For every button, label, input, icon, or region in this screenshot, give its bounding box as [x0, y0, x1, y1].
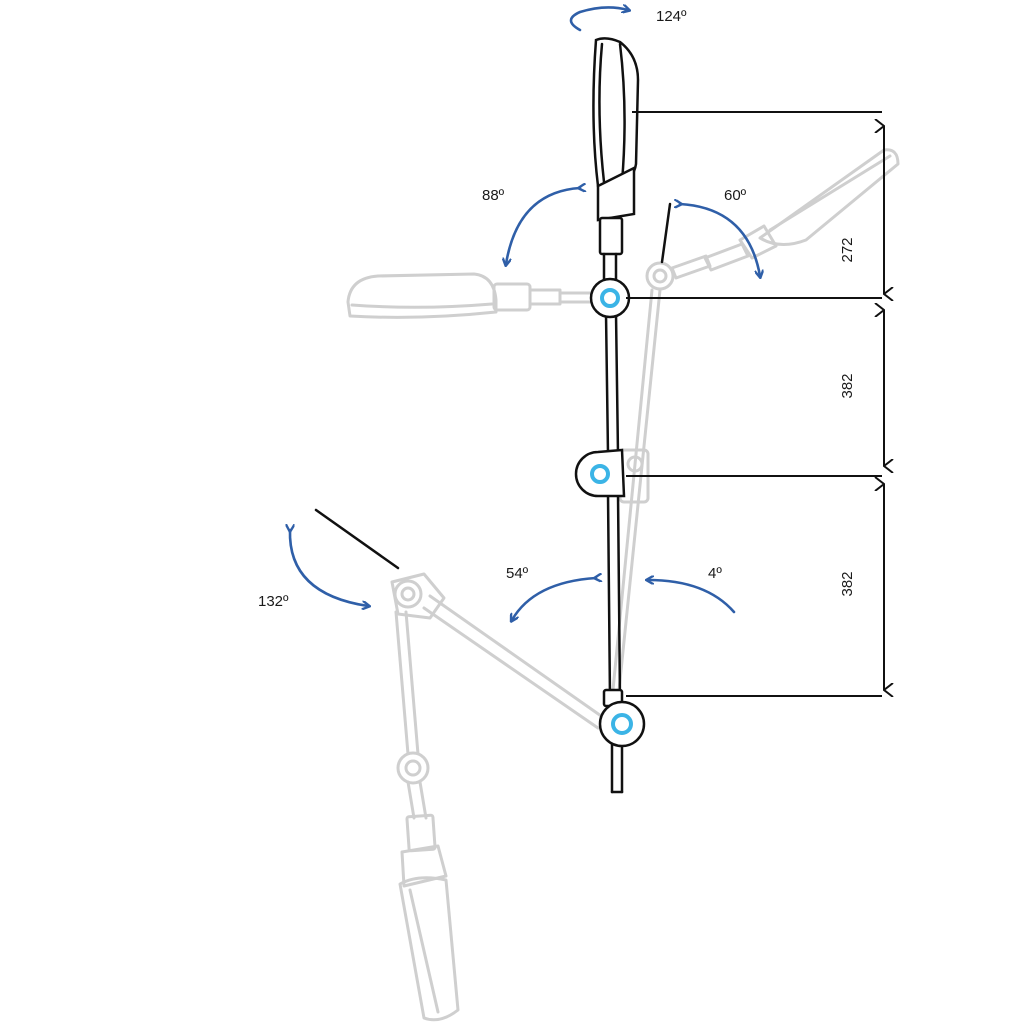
rotation-label-lower-arm: 132º [258, 593, 289, 610]
rotation-label-upper-joint-left: 54º [506, 565, 529, 582]
upper-arm [604, 312, 620, 456]
curved-arrow-icon [290, 530, 368, 606]
dimension-upper-arm: 382 [839, 310, 884, 466]
joint-upper [589, 277, 631, 319]
rotation-upper-joint-left: 54º [506, 565, 596, 620]
dimension-label-head-height: 272 [839, 237, 856, 262]
rotation-head-tilt-right: 60º [680, 187, 760, 276]
ghost-arm-lower-left [390, 572, 606, 1022]
rotation-head-tilt-left: 88º [482, 187, 580, 264]
dimension-lower-arm: 382 [839, 484, 884, 690]
ghost-head-left [346, 272, 594, 319]
rotation-lower-arm: 132º [258, 530, 368, 610]
rotation-label-head-tilt-left: 88º [482, 187, 505, 204]
main-lamp [314, 37, 672, 794]
curved-arrow-icon [680, 204, 760, 276]
rotation-label-upper-joint-right: 4º [708, 565, 722, 582]
joint-ring-icon [600, 288, 620, 308]
ghost-positions [346, 148, 900, 1022]
rotation-label-head-swivel: 124º [656, 8, 687, 25]
lamp-head [592, 37, 640, 286]
joint-lower [598, 688, 646, 748]
arm-tilt-reference [314, 508, 400, 570]
rotation-label-head-tilt-right: 60º [724, 187, 747, 204]
head-tilt-reference [660, 202, 672, 264]
joint-middle [574, 448, 626, 498]
joint-ring-icon [590, 464, 610, 484]
lower-arm [606, 492, 624, 794]
rotation-head-swivel: 124º [569, 7, 687, 32]
joint-ring-icon [611, 713, 633, 735]
rotation-indicators: 124º 88º 60º 54º 4º 132º [258, 7, 760, 620]
dimension-head-height: 272 [839, 126, 884, 294]
dimension-label-lower-arm: 382 [839, 571, 856, 596]
curved-arrow-icon [648, 580, 736, 614]
rotation-upper-joint-right: 4º [648, 565, 736, 614]
ghost-head-right [610, 148, 900, 702]
dimension-label-upper-arm: 382 [839, 373, 856, 398]
dimension-lines: 272 382 382 [626, 111, 884, 697]
curved-arrow-icon [569, 7, 628, 32]
curved-arrow-icon [506, 188, 580, 264]
curved-arrow-icon [512, 578, 596, 620]
